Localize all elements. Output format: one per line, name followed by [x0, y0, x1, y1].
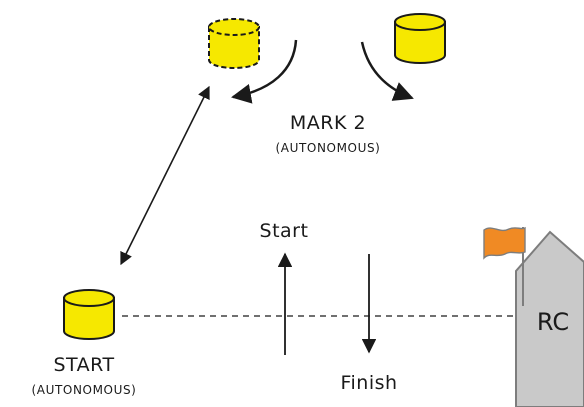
start-mark-label: START	[53, 354, 114, 376]
leg-double-arrow	[120, 85, 210, 266]
curved-arrow-left	[231, 39, 298, 104]
committee-boat-label: RC	[537, 308, 569, 336]
start-mark-sublabel: (AUTONOMOUS)	[32, 383, 137, 397]
mark2-previous-buoy-icon	[208, 18, 260, 69]
start-buoy-icon	[63, 289, 115, 340]
start-arrow-label: Start	[260, 220, 309, 242]
flag-icon	[483, 226, 526, 260]
curved-arrow-right	[360, 41, 414, 101]
mark2-sublabel: (AUTONOMOUS)	[276, 141, 381, 155]
mark2-buoy-icon	[394, 13, 446, 64]
committee-boat: RC	[483, 226, 584, 407]
finish-arrow-label: Finish	[340, 372, 397, 394]
mark2-label: MARK 2	[290, 112, 366, 134]
